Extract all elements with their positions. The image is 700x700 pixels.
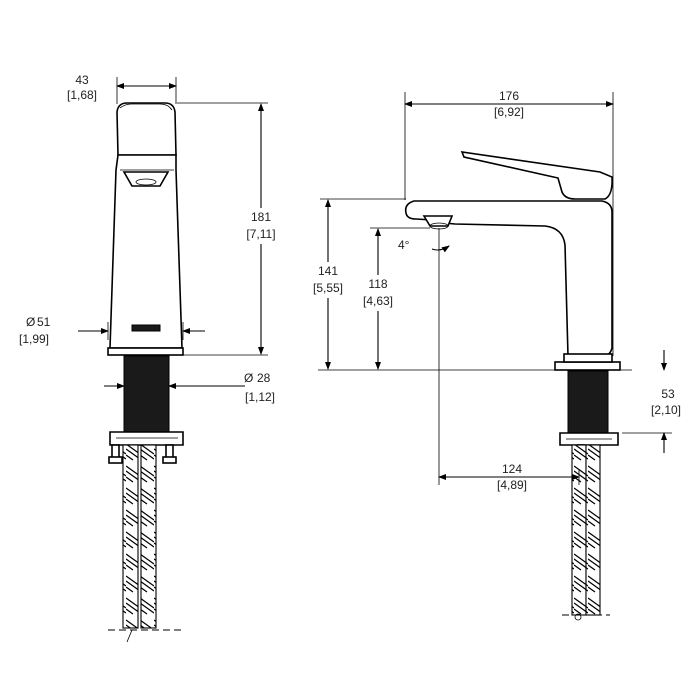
front-hose-left: [122, 444, 139, 629]
dim-outlet-height-mm: 118: [368, 277, 387, 291]
dim-projection-in: [4,89]: [497, 478, 527, 492]
side-view: [404, 151, 621, 621]
front-view: [107, 102, 184, 643]
dim-base-diameter-in: [1,99]: [19, 332, 49, 346]
dim-length-mm: 176: [499, 89, 519, 103]
dim-angle: 4°: [398, 238, 410, 252]
dim-spout-height-mm: 141: [318, 264, 338, 278]
dim-height-in: [7,11]: [246, 227, 275, 241]
side-base-plate: [554, 361, 621, 371]
dim-shank-diameter-symbol: Ø: [244, 371, 253, 385]
dim-width-mm: 43: [75, 73, 89, 87]
side-lever: [460, 151, 613, 200]
dim-base-diameter-symbol: Ø: [26, 315, 35, 329]
dim-spout-height-in: [5,55]: [313, 281, 343, 295]
side-dimensions: 176 [6,92] 141 [5,55] 118 [4,63] 4° 53 […: [305, 89, 681, 492]
dim-width-in: [1,68]: [67, 88, 97, 102]
dim-length-in: [6,92]: [494, 105, 524, 119]
front-mounting-nut: [109, 431, 184, 446]
front-handle: [116, 102, 177, 156]
front-shank: [123, 355, 170, 434]
dim-outlet-height-in: [4,63]: [363, 294, 393, 308]
side-shank: [567, 370, 609, 434]
dim-mount-depth-in: [2,10]: [651, 403, 681, 417]
dim-projection-mm: 124: [502, 462, 522, 476]
front-dimensions: 43 [1,68] 181 [7,11] Ø 51 [1,99] Ø 28 [1…: [19, 73, 284, 404]
dim-shank-diameter-mm: 28: [257, 371, 271, 385]
dim-height-mm: 181: [251, 210, 271, 224]
dim-shank-diameter-in: [1,12]: [245, 390, 275, 404]
front-lever-slot: [131, 324, 161, 332]
dim-base-diameter-mm: 51: [37, 315, 51, 329]
front-base-plate: [107, 347, 184, 356]
side-hose-right: [585, 444, 601, 616]
front-hose-right: [140, 444, 157, 629]
dim-mount-depth-mm: 53: [661, 387, 675, 401]
